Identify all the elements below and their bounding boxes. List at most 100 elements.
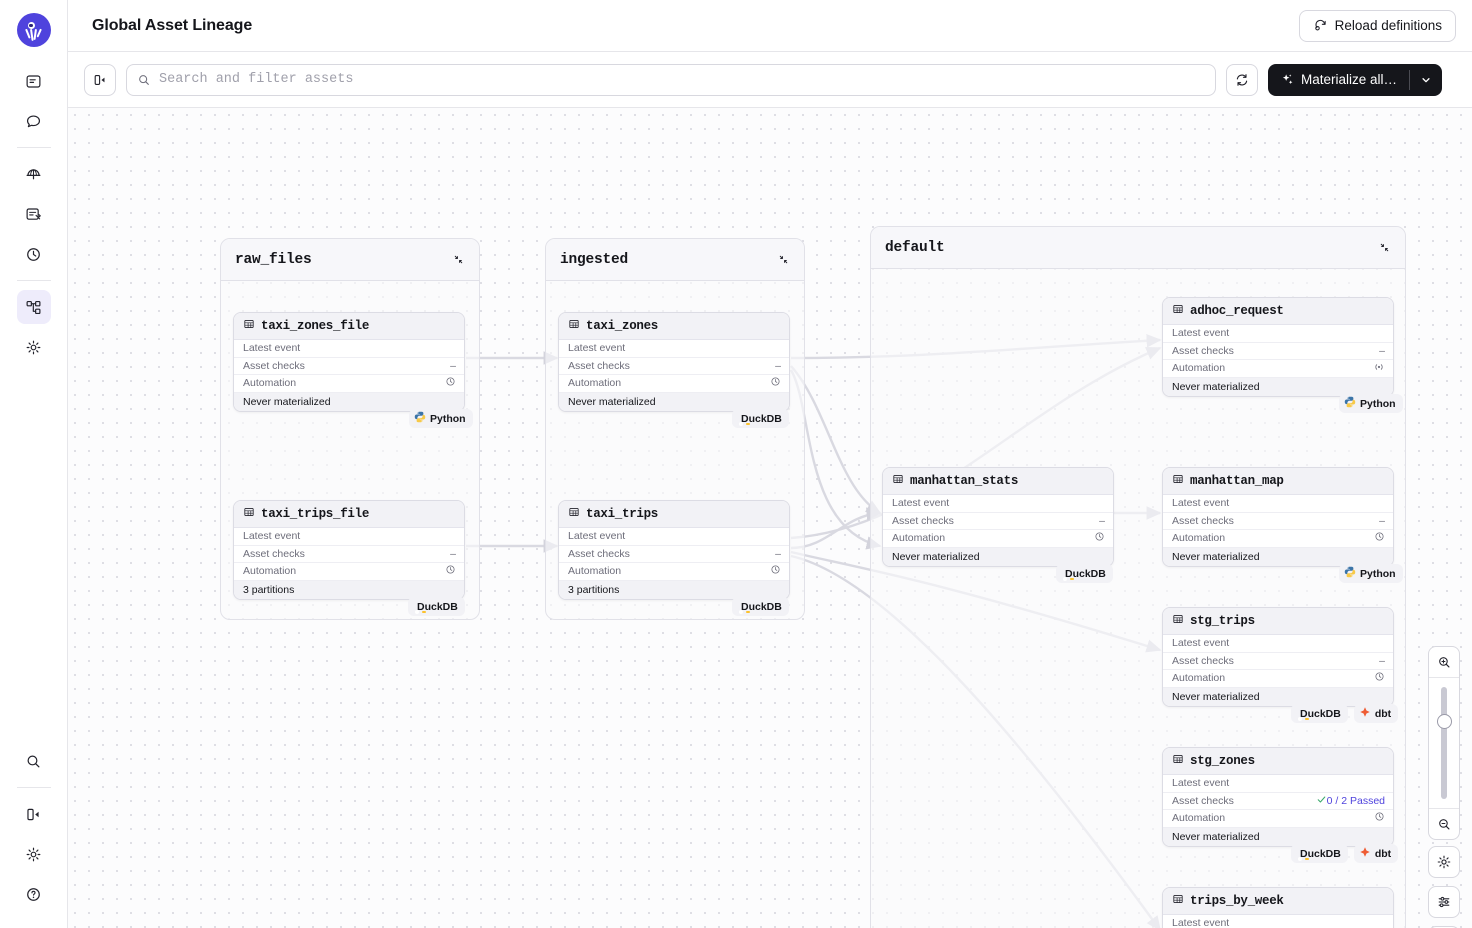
automation-row[interactable]: Automation bbox=[1163, 360, 1393, 378]
asset-checks-row[interactable]: Asset checks – bbox=[1163, 653, 1393, 670]
sidebar-item-chat[interactable] bbox=[17, 104, 51, 138]
asset-node-adhoc_request[interactable]: adhoc_request Latest event Asset checks … bbox=[1162, 297, 1394, 397]
asset-node-trips_by_week[interactable]: trips_by_week Latest event Asset checks … bbox=[1162, 887, 1394, 928]
zoom-slider[interactable] bbox=[1429, 677, 1459, 809]
asset-node-header[interactable]: manhattan_stats bbox=[883, 468, 1113, 495]
asset-checks-row[interactable]: Asset checks – bbox=[234, 546, 464, 563]
clock-icon bbox=[770, 376, 781, 390]
latest-event-label: Latest event bbox=[568, 342, 626, 355]
sidebar-item-runs[interactable] bbox=[17, 64, 51, 98]
asset-node-header[interactable]: taxi_zones_file bbox=[234, 313, 464, 340]
zoom-controls[interactable] bbox=[1428, 646, 1460, 840]
asset-node-header[interactable]: manhattan_map bbox=[1163, 468, 1393, 495]
asset-group-header[interactable]: default bbox=[871, 227, 1405, 269]
search-input[interactable] bbox=[159, 72, 1205, 87]
sidebar-item-settings[interactable] bbox=[17, 330, 51, 364]
lineage-canvas[interactable]: raw_files ingested default taxi_zones_fi… bbox=[68, 108, 1472, 928]
asset-checks-row[interactable]: Asset checks – bbox=[234, 358, 464, 375]
top-bar: Global Asset Lineage Reload definitions bbox=[68, 0, 1472, 52]
sidebar-help[interactable] bbox=[17, 877, 51, 911]
asset-node-manhattan_stats[interactable]: manhattan_stats Latest event Asset check… bbox=[882, 467, 1114, 567]
search-icon bbox=[139, 74, 149, 85]
tag-python[interactable]: Python bbox=[409, 409, 473, 428]
asset-checks-value: 0 / 2 Passed bbox=[1326, 794, 1385, 807]
search-filter-box[interactable] bbox=[126, 63, 1216, 96]
sidebar-item-jobs[interactable] bbox=[17, 197, 51, 231]
dagster-logo[interactable] bbox=[16, 13, 51, 47]
asset-node-header[interactable]: stg_trips bbox=[1163, 608, 1393, 635]
materialize-all-button[interactable]: Materialize all… bbox=[1268, 63, 1443, 96]
tag-duckdb[interactable]: DuckDB bbox=[1291, 844, 1348, 863]
asset-checks-row[interactable]: Asset checks – bbox=[1163, 343, 1393, 360]
latest-event-label: Latest event bbox=[1172, 917, 1230, 928]
latest-event-label: Latest event bbox=[243, 342, 301, 355]
automation-row[interactable]: Automation bbox=[883, 530, 1113, 548]
filter-bar: Materialize all… bbox=[68, 52, 1472, 108]
zoom-out-button[interactable] bbox=[1429, 809, 1459, 839]
automation-row[interactable]: Automation bbox=[1163, 670, 1393, 688]
automation-row[interactable]: Automation bbox=[1163, 810, 1393, 828]
sidebar-panel-toggle[interactable] bbox=[17, 797, 51, 831]
asset-group-header[interactable]: raw_files bbox=[221, 239, 479, 281]
tag-dbt[interactable]: dbt bbox=[1353, 844, 1399, 863]
automation-row[interactable]: Automation bbox=[559, 563, 789, 581]
automation-row[interactable]: Automation bbox=[559, 375, 789, 393]
asset-node-taxi_zones_file[interactable]: taxi_zones_file Latest event Asset check… bbox=[233, 312, 465, 412]
asset-checks-value: – bbox=[1379, 654, 1385, 667]
automation-label: Automation bbox=[243, 377, 297, 390]
clock-icon bbox=[1374, 671, 1385, 685]
materialize-dropdown-button[interactable] bbox=[1410, 64, 1442, 96]
asset-node-tags: DuckDB dbt bbox=[1291, 844, 1399, 863]
automation-row[interactable]: Automation bbox=[234, 563, 464, 581]
sidebar-item-assets[interactable] bbox=[16, 290, 51, 324]
tag-duckdb[interactable]: DuckDB bbox=[732, 409, 789, 428]
automation-row[interactable]: Automation bbox=[234, 375, 464, 393]
tag-duckdb[interactable]: DuckDB bbox=[1291, 704, 1348, 723]
graph-settings-button[interactable] bbox=[1428, 846, 1460, 878]
asset-checks-row[interactable]: Asset checks – bbox=[559, 358, 789, 375]
collapse-group-icon[interactable] bbox=[777, 253, 790, 266]
sidebar-search[interactable] bbox=[17, 744, 51, 778]
tag-duckdb[interactable]: DuckDB bbox=[1056, 564, 1113, 583]
asset-checks-row[interactable]: Asset checks – bbox=[883, 513, 1113, 530]
tag-duckdb[interactable]: DuckDB bbox=[732, 597, 789, 616]
asset-node-header[interactable]: trips_by_week bbox=[1163, 888, 1393, 915]
tag-python[interactable]: Python bbox=[1339, 564, 1403, 583]
layout-options-button[interactable] bbox=[1428, 886, 1460, 918]
reload-definitions-button[interactable]: Reload definitions bbox=[1298, 9, 1456, 42]
asset-node-stg_zones[interactable]: stg_zones Latest event Asset checks 0 / … bbox=[1162, 747, 1394, 847]
sidebar-user-settings[interactable] bbox=[17, 837, 51, 871]
sidebar-item-schedules[interactable] bbox=[17, 237, 51, 271]
asset-node-header[interactable]: taxi_zones bbox=[559, 313, 789, 340]
tag-label: Python bbox=[1360, 567, 1396, 580]
left-panel-toggle-button[interactable] bbox=[84, 63, 116, 96]
asset-node-header[interactable]: adhoc_request bbox=[1163, 298, 1393, 325]
collapse-group-icon[interactable] bbox=[1378, 241, 1391, 254]
asset-checks-row[interactable]: Asset checks – bbox=[1163, 513, 1393, 530]
zoom-slider-thumb[interactable] bbox=[1436, 714, 1452, 729]
asset-node-header[interactable]: taxi_trips_file bbox=[234, 501, 464, 528]
asset-node-title: stg_zones bbox=[1190, 754, 1255, 768]
asset-node-header[interactable]: taxi_trips bbox=[559, 501, 789, 528]
collapse-group-icon[interactable] bbox=[452, 253, 465, 266]
tag-duckdb[interactable]: DuckDB bbox=[408, 597, 465, 616]
tag-label: DuckDB bbox=[1300, 707, 1341, 720]
tag-python[interactable]: Python bbox=[1339, 394, 1403, 413]
asset-checks-row[interactable]: Asset checks – bbox=[559, 546, 789, 563]
zoom-out-icon bbox=[1438, 818, 1449, 829]
asset-node-taxi_trips_file[interactable]: taxi_trips_file Latest event Asset check… bbox=[233, 500, 465, 600]
automation-row[interactable]: Automation bbox=[1163, 530, 1393, 548]
asset-node-taxi_zones[interactable]: taxi_zones Latest event Asset checks – A… bbox=[558, 312, 790, 412]
materialize-all-main[interactable]: Materialize all… bbox=[1268, 64, 1409, 96]
zoom-in-button[interactable] bbox=[1429, 647, 1459, 677]
asset-node-manhattan_map[interactable]: manhattan_map Latest event Asset checks … bbox=[1162, 467, 1394, 567]
sidebar-item-deployment[interactable] bbox=[17, 157, 51, 191]
clock-icon bbox=[445, 376, 456, 390]
tag-dbt[interactable]: dbt bbox=[1353, 704, 1399, 723]
asset-node-taxi_trips[interactable]: taxi_trips Latest event Asset checks – A… bbox=[558, 500, 790, 600]
asset-node-header[interactable]: stg_zones bbox=[1163, 748, 1393, 775]
asset-group-header[interactable]: ingested bbox=[546, 239, 804, 281]
asset-node-stg_trips[interactable]: stg_trips Latest event Asset checks – Au… bbox=[1162, 607, 1394, 707]
refresh-button[interactable] bbox=[1226, 63, 1258, 96]
asset-checks-row[interactable]: Asset checks 0 / 2 Passed bbox=[1163, 793, 1393, 810]
